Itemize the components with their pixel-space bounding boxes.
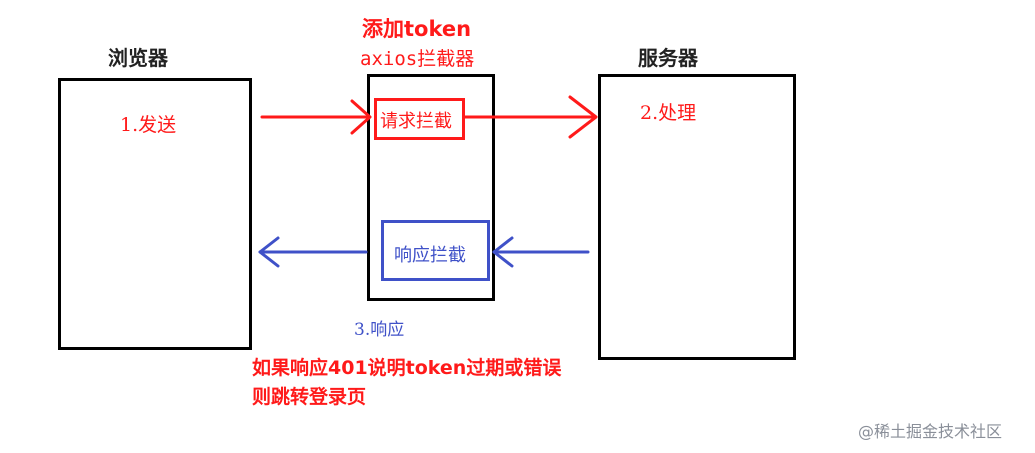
browser-label: 浏览器	[108, 46, 168, 70]
server-box	[598, 74, 796, 360]
watermark: @稀土掘金技术社区	[858, 422, 1003, 441]
server-label: 服务器	[638, 46, 698, 70]
send-arrow	[260, 99, 372, 135]
note-line1: 如果响应401说明token过期或错误	[252, 357, 562, 379]
axios-interceptor-box	[367, 74, 495, 301]
browser-box	[58, 78, 252, 350]
note-line2: 则跳转登录页	[252, 386, 367, 408]
step2-process-label: 2.处理	[640, 102, 697, 124]
axios-interceptor-label: axios拦截器	[360, 48, 475, 70]
forward-arrow	[463, 95, 598, 139]
request-intercept-label: 请求拦截	[380, 111, 452, 132]
step3-response-label: 3.响应	[354, 320, 405, 340]
response-intercept-box	[381, 220, 490, 281]
step1-send-label: 1.发送	[120, 114, 177, 136]
return-arrow	[258, 236, 368, 268]
add-token-label: 添加token	[362, 17, 472, 41]
response-intercept-label: 响应拦截	[394, 245, 466, 266]
server-response-arrow	[492, 236, 590, 268]
request-intercept-box	[374, 98, 465, 140]
